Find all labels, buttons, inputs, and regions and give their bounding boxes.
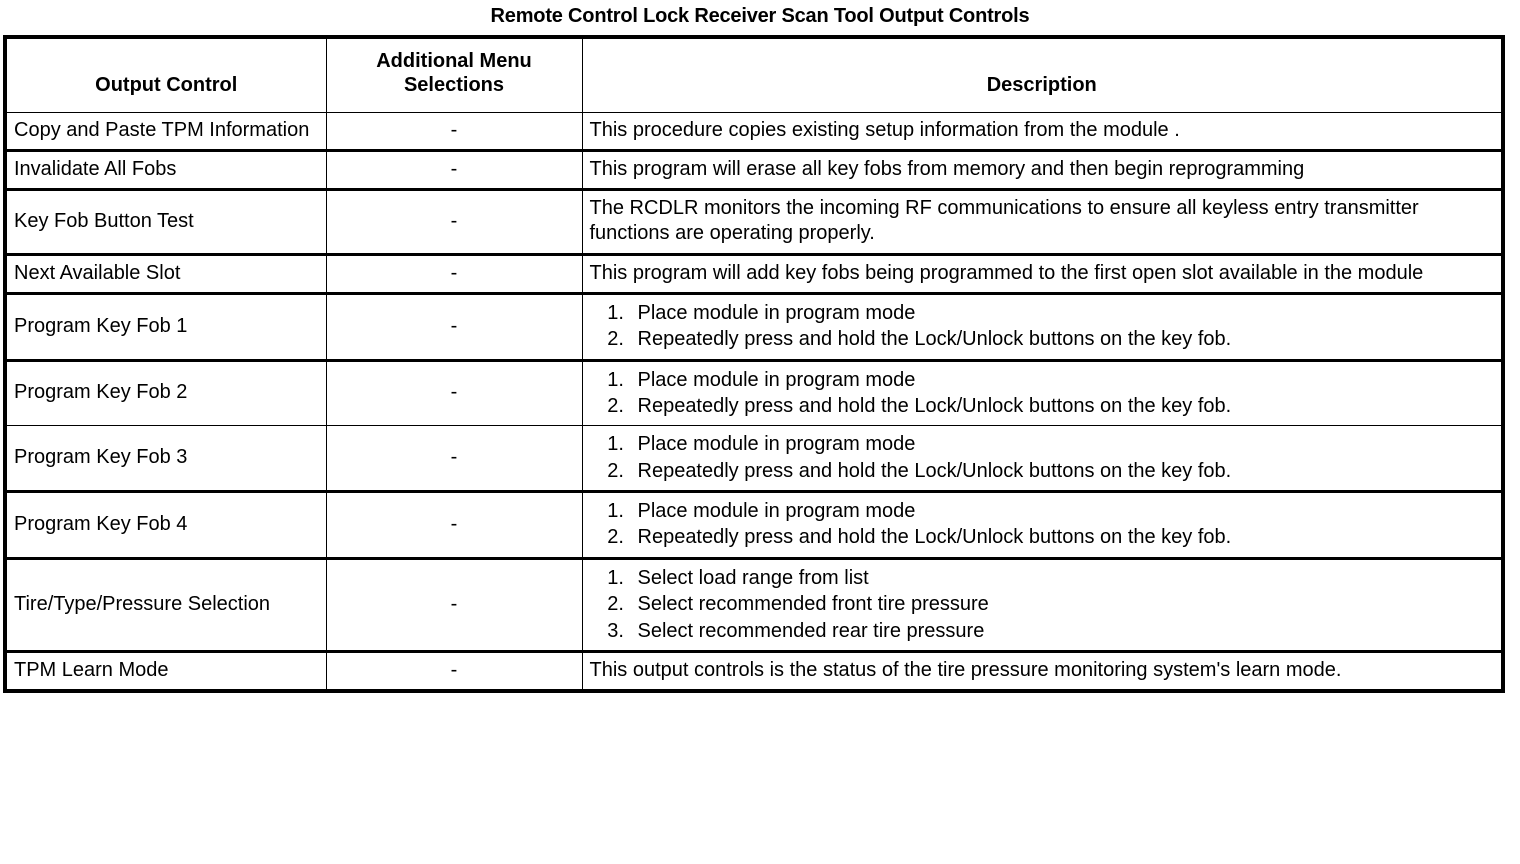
column-header-additional-menu-selections: Additional Menu Selections (325, 36, 583, 113)
table-row: Tire/Type/Pressure Selection-Select load… (4, 557, 1504, 654)
description-step: Select load range from list (630, 565, 1495, 591)
cell-additional-menu-selections: - (325, 189, 583, 256)
cell-description: This program will add key fobs being pro… (581, 253, 1504, 295)
output-controls-table: Output Control Additional Menu Selection… (3, 35, 1505, 694)
table-row: Program Key Fob 1-Place module in progra… (4, 292, 1504, 362)
cell-output-control: Invalidate All Fobs (4, 149, 327, 192)
cell-additional-menu-selections: - (325, 292, 583, 362)
cell-description: Place module in program modeRepeatedly p… (581, 359, 1504, 427)
description-text: The RCDLR monitors the incoming RF commu… (589, 197, 1419, 245)
description-step: Repeatedly press and hold the Lock/Unloc… (630, 458, 1495, 484)
description-text: This program will add key fobs being pro… (589, 261, 1424, 284)
description-step: Place module in program mode (630, 431, 1495, 457)
table-header: Output Control Additional Menu Selection… (4, 36, 1504, 113)
table-row: Program Key Fob 3-Place module in progra… (4, 425, 1504, 494)
cell-description: This program will erase all key fobs fro… (581, 149, 1504, 192)
description-step-list: Place module in program modeRepeatedly p… (590, 498, 1495, 551)
cell-description: This procedure copies existing setup inf… (581, 111, 1504, 152)
description-text: This program will erase all key fobs fro… (589, 157, 1305, 180)
cell-description: The RCDLR monitors the incoming RF commu… (581, 189, 1504, 256)
cell-additional-menu-selections: - (325, 111, 583, 152)
description-step: Place module in program mode (630, 300, 1495, 326)
table-row: TPM Learn Mode-This output controls is t… (4, 651, 1504, 692)
description-step: Select recommended front tire pressure (630, 591, 1495, 617)
column-header-output-control: Output Control (4, 36, 327, 113)
description-text: This procedure copies existing setup inf… (589, 118, 1180, 141)
table-row: Next Available Slot-This program will ad… (4, 253, 1504, 295)
cell-output-control: Copy and Paste TPM Information (4, 111, 327, 152)
cell-additional-menu-selections: - (325, 149, 583, 192)
description-step: Place module in program mode (630, 498, 1495, 524)
cell-description: Place module in program modeRepeatedly p… (581, 425, 1504, 494)
description-text: This output controls is the status of th… (589, 659, 1342, 682)
cell-additional-menu-selections: - (325, 491, 583, 560)
column-header-description: Description (581, 36, 1504, 113)
cell-output-control: TPM Learn Mode (4, 651, 327, 692)
cell-description: Place module in program modeRepeatedly p… (581, 491, 1504, 560)
cell-output-control: Program Key Fob 3 (4, 425, 327, 494)
cell-description: This output controls is the status of th… (581, 651, 1504, 692)
table-header-row: Output Control Additional Menu Selection… (4, 36, 1504, 113)
table-row: Program Key Fob 2-Place module in progra… (4, 359, 1504, 427)
description-step-list: Place module in program modeRepeatedly p… (590, 367, 1495, 420)
table-body: Copy and Paste TPM Information-This proc… (4, 111, 1504, 692)
table-row: Key Fob Button Test-The RCDLR monitors t… (4, 189, 1504, 256)
cell-additional-menu-selections: - (325, 651, 583, 692)
description-step-list: Place module in program modeRepeatedly p… (590, 431, 1495, 484)
cell-output-control: Key Fob Button Test (4, 189, 327, 256)
description-step: Repeatedly press and hold the Lock/Unloc… (630, 393, 1495, 419)
cell-description: Place module in program modeRepeatedly p… (581, 292, 1504, 362)
cell-output-control: Next Available Slot (4, 253, 327, 295)
cell-additional-menu-selections: - (325, 253, 583, 295)
cell-description: Select load range from listSelect recomm… (581, 557, 1504, 654)
description-step: Repeatedly press and hold the Lock/Unloc… (630, 524, 1495, 550)
description-step: Place module in program mode (630, 367, 1495, 393)
cell-additional-menu-selections: - (325, 425, 583, 494)
cell-output-control: Program Key Fob 4 (4, 491, 327, 560)
description-step: Select recommended rear tire pressure (630, 618, 1495, 644)
description-step-list: Select load range from listSelect recomm… (590, 565, 1495, 644)
description-step-list: Place module in program modeRepeatedly p… (590, 300, 1495, 353)
cell-output-control: Program Key Fob 2 (4, 359, 327, 427)
table-row: Invalidate All Fobs-This program will er… (4, 149, 1504, 192)
page-title: Remote Control Lock Receiver Scan Tool O… (490, 5, 1030, 27)
cell-output-control: Tire/Type/Pressure Selection (4, 557, 327, 654)
cell-additional-menu-selections: - (325, 359, 583, 427)
cell-additional-menu-selections: - (325, 557, 583, 654)
description-step: Repeatedly press and hold the Lock/Unloc… (630, 326, 1495, 352)
table-row: Copy and Paste TPM Information-This proc… (4, 111, 1504, 152)
table-row: Program Key Fob 4-Place module in progra… (4, 491, 1504, 560)
cell-output-control: Program Key Fob 1 (4, 292, 327, 362)
